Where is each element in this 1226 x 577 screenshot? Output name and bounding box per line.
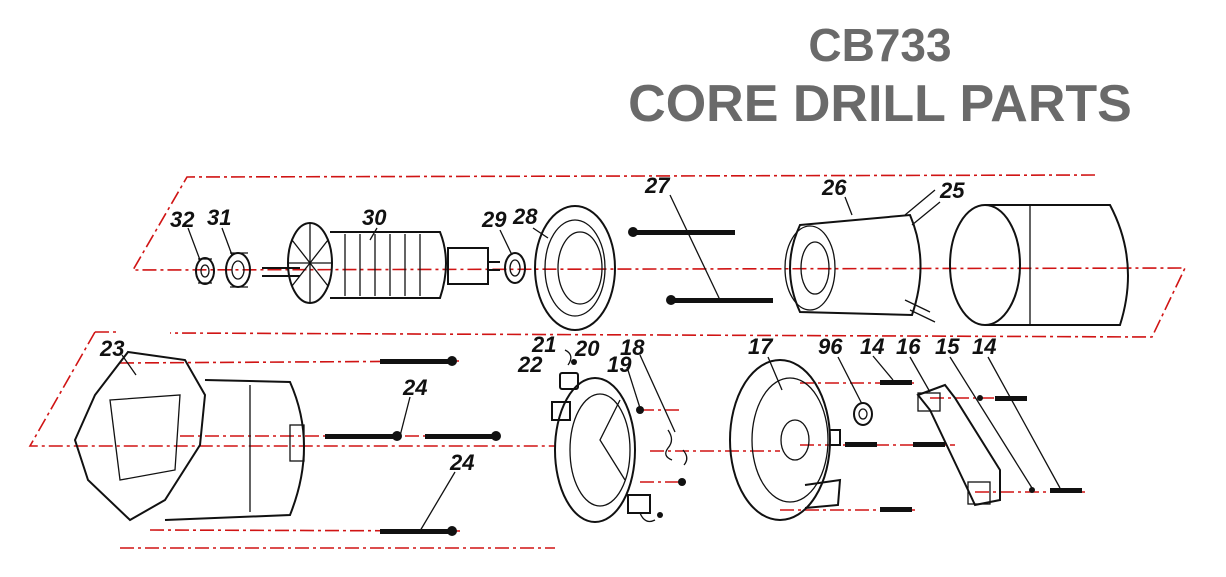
label-32: 32 (170, 207, 195, 232)
part-16-handle (916, 383, 1001, 507)
diagram-subtitle: CORE DRILL PARTS (628, 75, 1132, 133)
label-96: 96 (818, 334, 843, 359)
part-23-gear-housing (73, 350, 305, 522)
label-18: 18 (620, 335, 645, 360)
label-14-right: 14 (972, 334, 996, 359)
part-24-screws (325, 356, 501, 536)
part-labels: 32 31 30 29 28 27 26 25 23 24 24 21 20 2… (99, 173, 996, 475)
label-26: 26 (821, 175, 847, 200)
brush-plate (551, 377, 636, 523)
label-24-upper: 24 (402, 375, 427, 400)
part-25-housing (949, 204, 1129, 326)
part-27-screws (628, 227, 773, 305)
label-30: 30 (362, 205, 387, 230)
label-19: 19 (607, 352, 632, 377)
part-29-bearing (504, 252, 526, 284)
label-15: 15 (935, 334, 960, 359)
label-21: 21 (531, 332, 556, 357)
part-30-armature (262, 222, 500, 304)
part-28-baffle (534, 205, 616, 331)
part-26-stator (784, 189, 941, 323)
label-17: 17 (748, 334, 774, 359)
part-96-washer (853, 402, 873, 426)
model-title: CB733 (808, 19, 952, 71)
label-27: 27 (644, 173, 671, 198)
leader-lines (121, 194, 1061, 532)
label-29: 29 (481, 207, 507, 232)
label-23: 23 (99, 336, 124, 361)
label-31: 31 (207, 205, 231, 230)
guide-lines (28, 174, 1187, 549)
label-14-left: 14 (860, 334, 884, 359)
label-22: 22 (517, 352, 543, 377)
label-25: 25 (939, 178, 965, 203)
part-32-bearing (195, 257, 215, 285)
part-22-brush-holder (559, 349, 579, 390)
label-20: 20 (574, 336, 600, 361)
part-31-bearing (225, 252, 251, 288)
label-24-lower: 24 (449, 450, 474, 475)
label-16: 16 (896, 334, 921, 359)
part-15-washer (977, 395, 1035, 493)
part-17-end-housing (729, 359, 842, 521)
label-28: 28 (512, 204, 538, 229)
part-19-spring (627, 406, 688, 523)
part-14-screws (845, 380, 1082, 512)
